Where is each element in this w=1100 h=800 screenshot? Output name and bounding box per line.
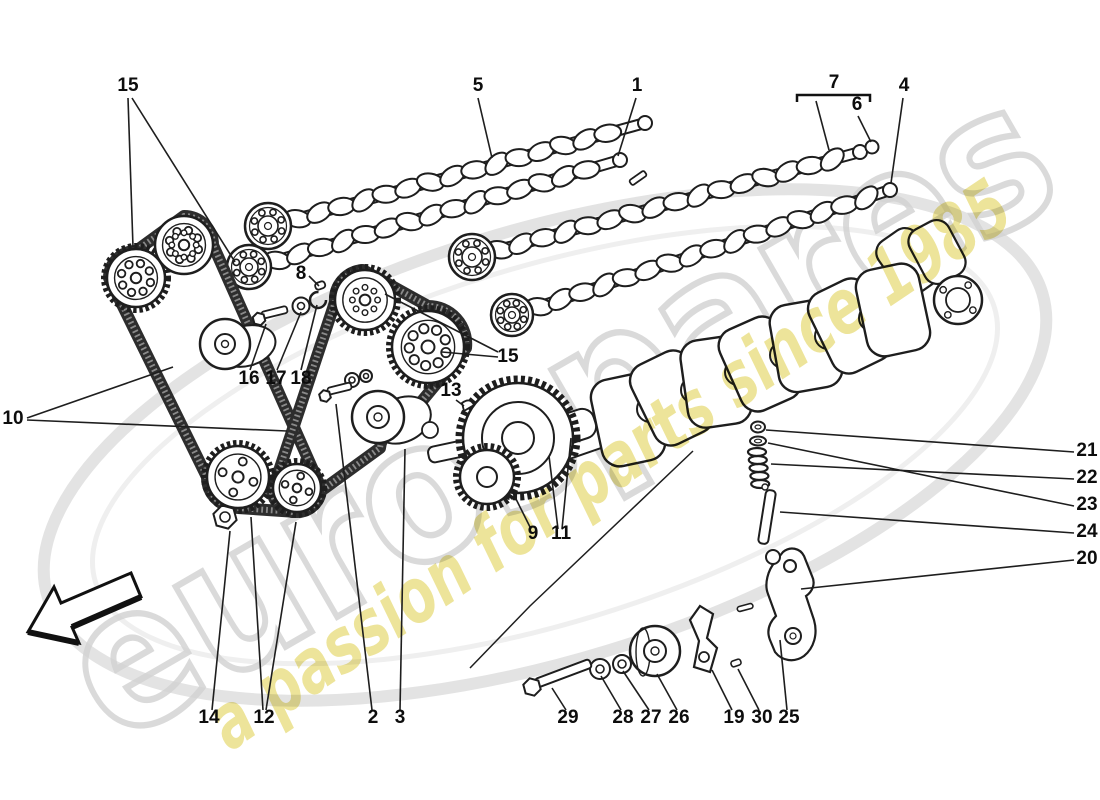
leader-line-5	[477, 97, 493, 159]
callout-1: 1	[632, 75, 643, 96]
leader-line-28	[600, 675, 622, 711]
callout-19: 19	[723, 707, 744, 728]
leader-line-11	[548, 455, 559, 530]
leader-line-19	[711, 669, 733, 711]
leader-line-18	[300, 304, 318, 371]
watermark-swoosh-inner	[90, 223, 1000, 667]
leader-line-8	[308, 275, 320, 287]
leader-line-12	[265, 521, 297, 711]
callout-2: 2	[368, 707, 379, 728]
callout-bracket-7	[795, 93, 872, 102]
callout-21: 21	[1076, 440, 1098, 461]
callout-26: 26	[668, 707, 689, 728]
leader-line-21	[765, 429, 1075, 453]
leader-line-10	[26, 419, 288, 432]
leader-line-22	[770, 463, 1075, 480]
leader-line-1	[617, 97, 637, 157]
callout-7: 7	[829, 72, 840, 93]
callout-25: 25	[778, 707, 800, 728]
callout-22: 22	[1076, 467, 1097, 488]
callout-30: 30	[751, 707, 772, 728]
leader-line-16	[249, 323, 267, 371]
callout-6: 6	[852, 94, 863, 115]
callout-11: 11	[551, 523, 572, 544]
leader-line-24	[779, 511, 1075, 534]
leader-line-7	[815, 100, 830, 151]
leader-line-14	[211, 530, 231, 711]
leader-line-27	[622, 670, 650, 711]
leader-line-15	[131, 97, 236, 263]
callout-13: 13	[440, 380, 461, 401]
callout-14: 14	[198, 707, 220, 728]
callout-16: 16	[238, 368, 259, 389]
callout-27: 27	[640, 707, 661, 728]
callout-15: 15	[117, 75, 139, 96]
callout-10: 10	[2, 408, 23, 429]
leader-line-23	[767, 442, 1075, 507]
leader-line-10	[26, 366, 174, 419]
leader-line-15	[384, 293, 499, 353]
leader-line-9	[512, 492, 532, 530]
leader-line-25	[779, 639, 788, 711]
callout-29: 29	[557, 707, 578, 728]
leader-line-6	[857, 115, 872, 143]
leader-line-3	[399, 448, 406, 711]
callout-5: 5	[473, 75, 484, 96]
leader-line-26	[656, 673, 678, 711]
callout-23: 23	[1076, 494, 1097, 515]
callout-3: 3	[395, 707, 406, 728]
callout-18: 18	[290, 368, 311, 389]
callout-8: 8	[296, 263, 307, 284]
machine-drawing	[25, 115, 984, 697]
leader-line-15	[441, 351, 499, 358]
callout-12: 12	[253, 707, 274, 728]
leader-line-17	[276, 311, 302, 371]
leader-line-2	[335, 403, 373, 711]
callout-28: 28	[612, 707, 633, 728]
callout-9: 9	[528, 523, 539, 544]
leader-line-15	[127, 97, 134, 248]
callout-24: 24	[1076, 521, 1098, 542]
leader-line-29	[551, 687, 567, 711]
callout-4: 4	[899, 75, 910, 96]
leader-line-12	[250, 516, 264, 711]
leader-line-30	[737, 668, 760, 711]
leader-line-20	[800, 559, 1075, 590]
callout-20: 20	[1076, 548, 1097, 569]
callout-17: 17	[265, 368, 286, 389]
leader-line-4	[890, 97, 904, 184]
leader-line-11	[561, 437, 572, 530]
leader-line-13	[455, 399, 465, 407]
callout-15: 15	[497, 346, 519, 367]
